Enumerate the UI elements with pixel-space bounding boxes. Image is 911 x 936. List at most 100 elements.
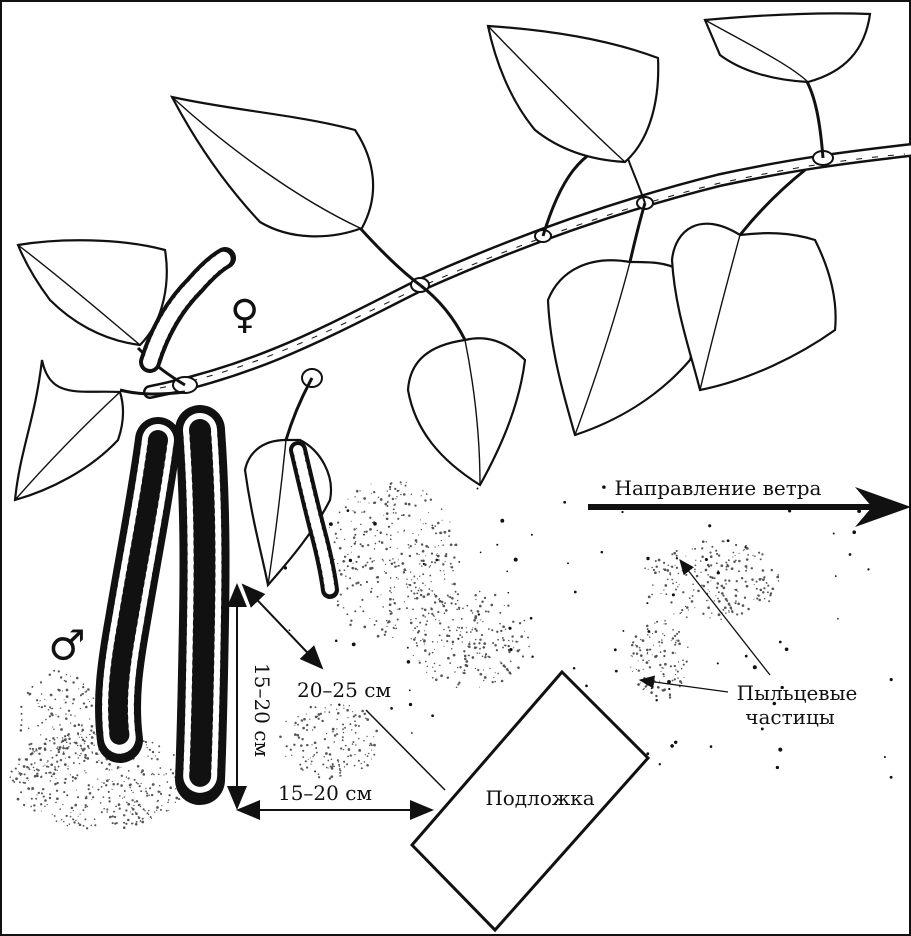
pollen-particle [741,612,743,614]
pollen-particle [408,514,410,516]
pollen-particle [378,497,379,498]
pollen-particle [395,498,396,499]
pollen-particle [678,642,681,645]
pollen-particle [403,493,406,496]
pollen-particle [29,693,32,696]
pollen-particle [137,783,139,785]
pollen-particle [313,726,315,728]
pollen-particle [505,629,506,630]
pollen-particle [36,775,38,777]
pollen-particle [39,700,40,701]
pollen-particle [367,544,369,546]
pollen-particle [321,720,323,722]
pollen-particle [134,779,136,781]
pollen-particle [407,596,409,598]
pollen-particle [373,736,374,737]
pollen-particle [442,533,443,534]
pollen-particle [64,735,66,737]
pollen-particle [75,742,78,745]
pollen-particle [31,787,33,789]
pollen-particle [38,706,40,708]
pollen-particle [360,584,362,586]
pollen-particle [393,562,395,564]
pollen-particle [33,767,35,769]
pollen-particle [70,774,71,775]
pollen-particle [426,620,428,622]
pollen-particle [397,531,398,532]
pollen-particle [286,745,288,747]
pollen-particle [675,669,676,670]
pollen-particle [342,560,344,562]
pollen-particle [685,555,686,556]
pollen-particle [68,710,70,712]
pollen-particle [371,493,372,494]
pollen-particle [484,597,486,599]
pollen-particle [444,612,446,614]
pollen-particle [672,629,674,631]
pollen-particle [297,716,298,717]
pollen-particle [430,499,432,501]
pollen-particle [754,555,756,557]
pollen-particle [459,634,461,636]
pollen-particle [659,664,661,666]
pollen-particle [770,592,772,594]
pollen-particle [709,552,711,554]
pollen-particle [389,559,391,561]
pollen-particle [360,501,361,502]
pollen-particle [60,759,62,761]
pollen-particle [93,744,94,745]
pollen-particle [70,722,71,723]
pollen-particle [360,543,362,545]
pollen-particle [50,780,52,782]
pollen-particle [639,649,641,651]
pollen-particle [658,641,660,643]
pollen-particle [147,755,148,756]
pollen-particle [305,760,307,762]
pollen-particle [140,820,141,821]
pollen-particle [54,739,56,741]
pollen-particle [386,626,387,627]
pollen-particle [146,795,148,797]
pollen-particle [389,590,391,592]
pollen-particle [118,803,121,806]
pollen-particle [835,575,837,577]
pollen-particle [344,569,346,571]
pollen-particle [460,631,461,632]
pollen-particle [106,779,109,782]
pollen-particle [83,702,85,704]
pollen-particle [614,648,617,651]
pollen-particle [663,562,665,564]
pollen-particle [310,757,311,758]
pollen-particle [432,667,433,668]
pollen-particle [354,534,356,536]
pollen-particle [423,563,425,565]
pollen-particle [64,739,67,742]
pollen-particle [421,565,422,566]
pollen-particle [91,736,94,739]
pollen-particle [334,559,335,560]
pollen-particle [394,488,396,490]
pollen-particle [744,546,746,548]
pollen-particle [428,654,430,656]
pollen-particle [754,584,755,585]
pollen-particle [352,510,353,511]
pollen-particle [78,816,79,817]
pollen-particle [669,696,671,698]
pollen-particle [501,680,504,683]
pollen-particle [631,644,634,647]
pollen-particle [93,733,94,734]
pollen-particle [398,565,400,567]
pollen-particle [464,669,466,671]
pollen-particle [168,794,170,796]
pollen-particle [705,558,708,561]
pollen-particle [41,693,43,695]
pollen-particle [390,539,392,541]
pollen-particle [21,713,23,715]
pollen-particle [414,598,415,599]
pollen-particle [70,676,71,677]
pollen-particle [332,728,335,731]
pollen-particle [308,759,309,760]
pollen-particle [89,734,90,735]
pollen-particle [658,571,660,573]
pollen-particle [643,669,644,670]
